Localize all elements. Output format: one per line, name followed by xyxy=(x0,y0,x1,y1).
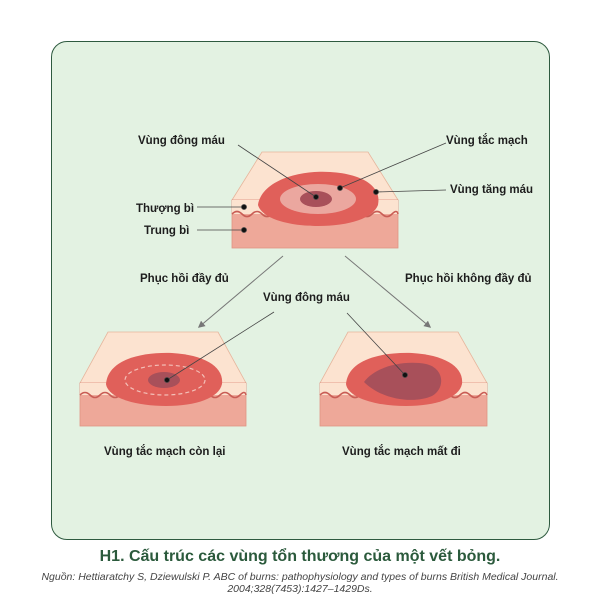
skin-block-right xyxy=(319,331,488,427)
label-coagulation-top: Vùng đông máu xyxy=(138,135,225,147)
arrow-incomplete-recovery xyxy=(344,255,432,328)
leader-lines-top xyxy=(197,142,447,233)
label-stasis-lost: Vùng tắc mạch mất đi xyxy=(342,445,461,458)
figure-source: Nguồn: Hettiaratchy S, Dziewulski P. ABC… xyxy=(41,571,559,595)
coagulation-zone-left xyxy=(148,372,180,388)
stasis-ring-left xyxy=(124,364,206,396)
skin-block-left xyxy=(79,331,247,427)
arrow-full-recovery xyxy=(197,255,284,328)
label-hyperemia: Vùng tăng máu xyxy=(450,184,533,196)
diagram-panel xyxy=(51,41,550,540)
label-coagulation-middle: Vùng đông máu xyxy=(263,292,350,304)
label-epidermis: Thượng bì xyxy=(136,203,194,215)
label-full-recovery: Phục hồi đầy đủ xyxy=(140,273,229,285)
coagulation-zone-right xyxy=(364,362,442,400)
figure-caption: H1. Cấu trúc các vùng tổn thương của một… xyxy=(99,548,501,565)
skin-block-top xyxy=(231,151,399,249)
leader-lines-middle xyxy=(164,311,408,383)
label-stasis-remaining: Vùng tắc mạch còn lại xyxy=(104,445,225,458)
label-stasis-top: Vùng tắc mạch xyxy=(446,134,528,147)
label-incomplete-recovery: Phục hồi không đầy đủ xyxy=(405,273,532,285)
label-dermis: Trung bì xyxy=(144,225,189,237)
